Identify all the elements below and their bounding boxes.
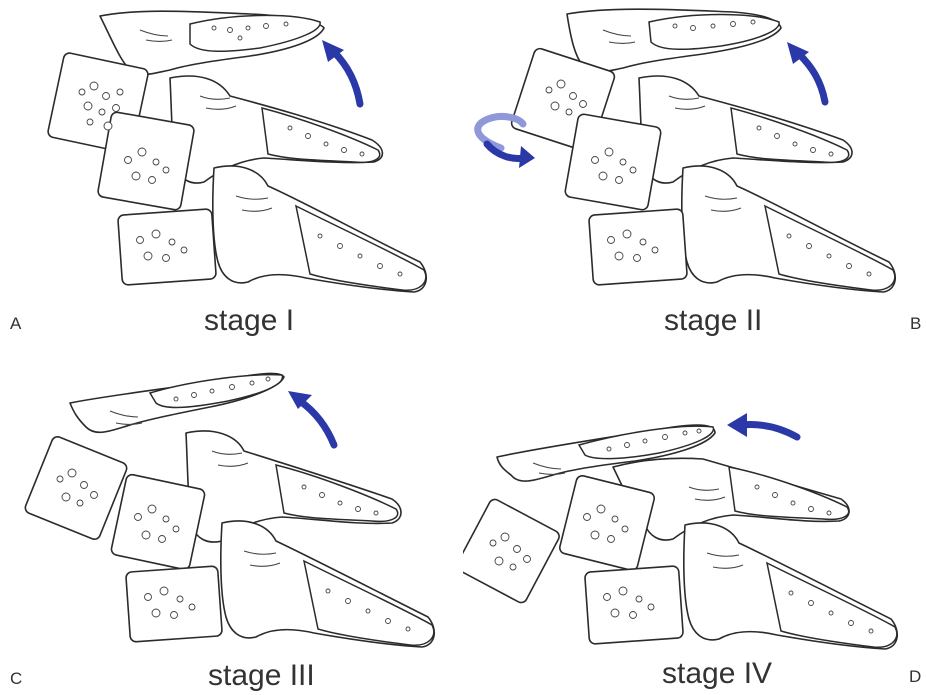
vertebrae-illustration-c bbox=[0, 347, 463, 694]
panel-letter: C bbox=[10, 669, 22, 689]
circular-rotation-arrow-icon bbox=[478, 116, 535, 168]
curved-arrow-icon bbox=[741, 425, 797, 438]
vertebrae-illustration-b bbox=[463, 0, 926, 347]
panel-letter: A bbox=[10, 314, 21, 334]
panel-c: C stage III bbox=[0, 347, 463, 694]
curved-arrow-icon bbox=[334, 52, 360, 104]
panel-b: stage II B bbox=[463, 0, 926, 347]
panel-a: A stage I bbox=[0, 0, 463, 347]
vertebrae-illustration-d bbox=[463, 347, 926, 694]
vertebrae-illustration-a bbox=[0, 0, 463, 347]
panel-letter: D bbox=[909, 667, 921, 687]
stage-label: stage III bbox=[208, 659, 315, 693]
curved-arrow-icon bbox=[300, 401, 334, 445]
panel-d: stage IV D bbox=[463, 347, 926, 694]
stage-label: stage I bbox=[204, 304, 294, 338]
stage-label: stage IV bbox=[662, 657, 772, 691]
stage-label: stage II bbox=[664, 304, 762, 338]
panel-letter: B bbox=[910, 314, 921, 334]
arrowhead-icon bbox=[727, 413, 747, 437]
curved-arrow-icon bbox=[799, 54, 825, 102]
